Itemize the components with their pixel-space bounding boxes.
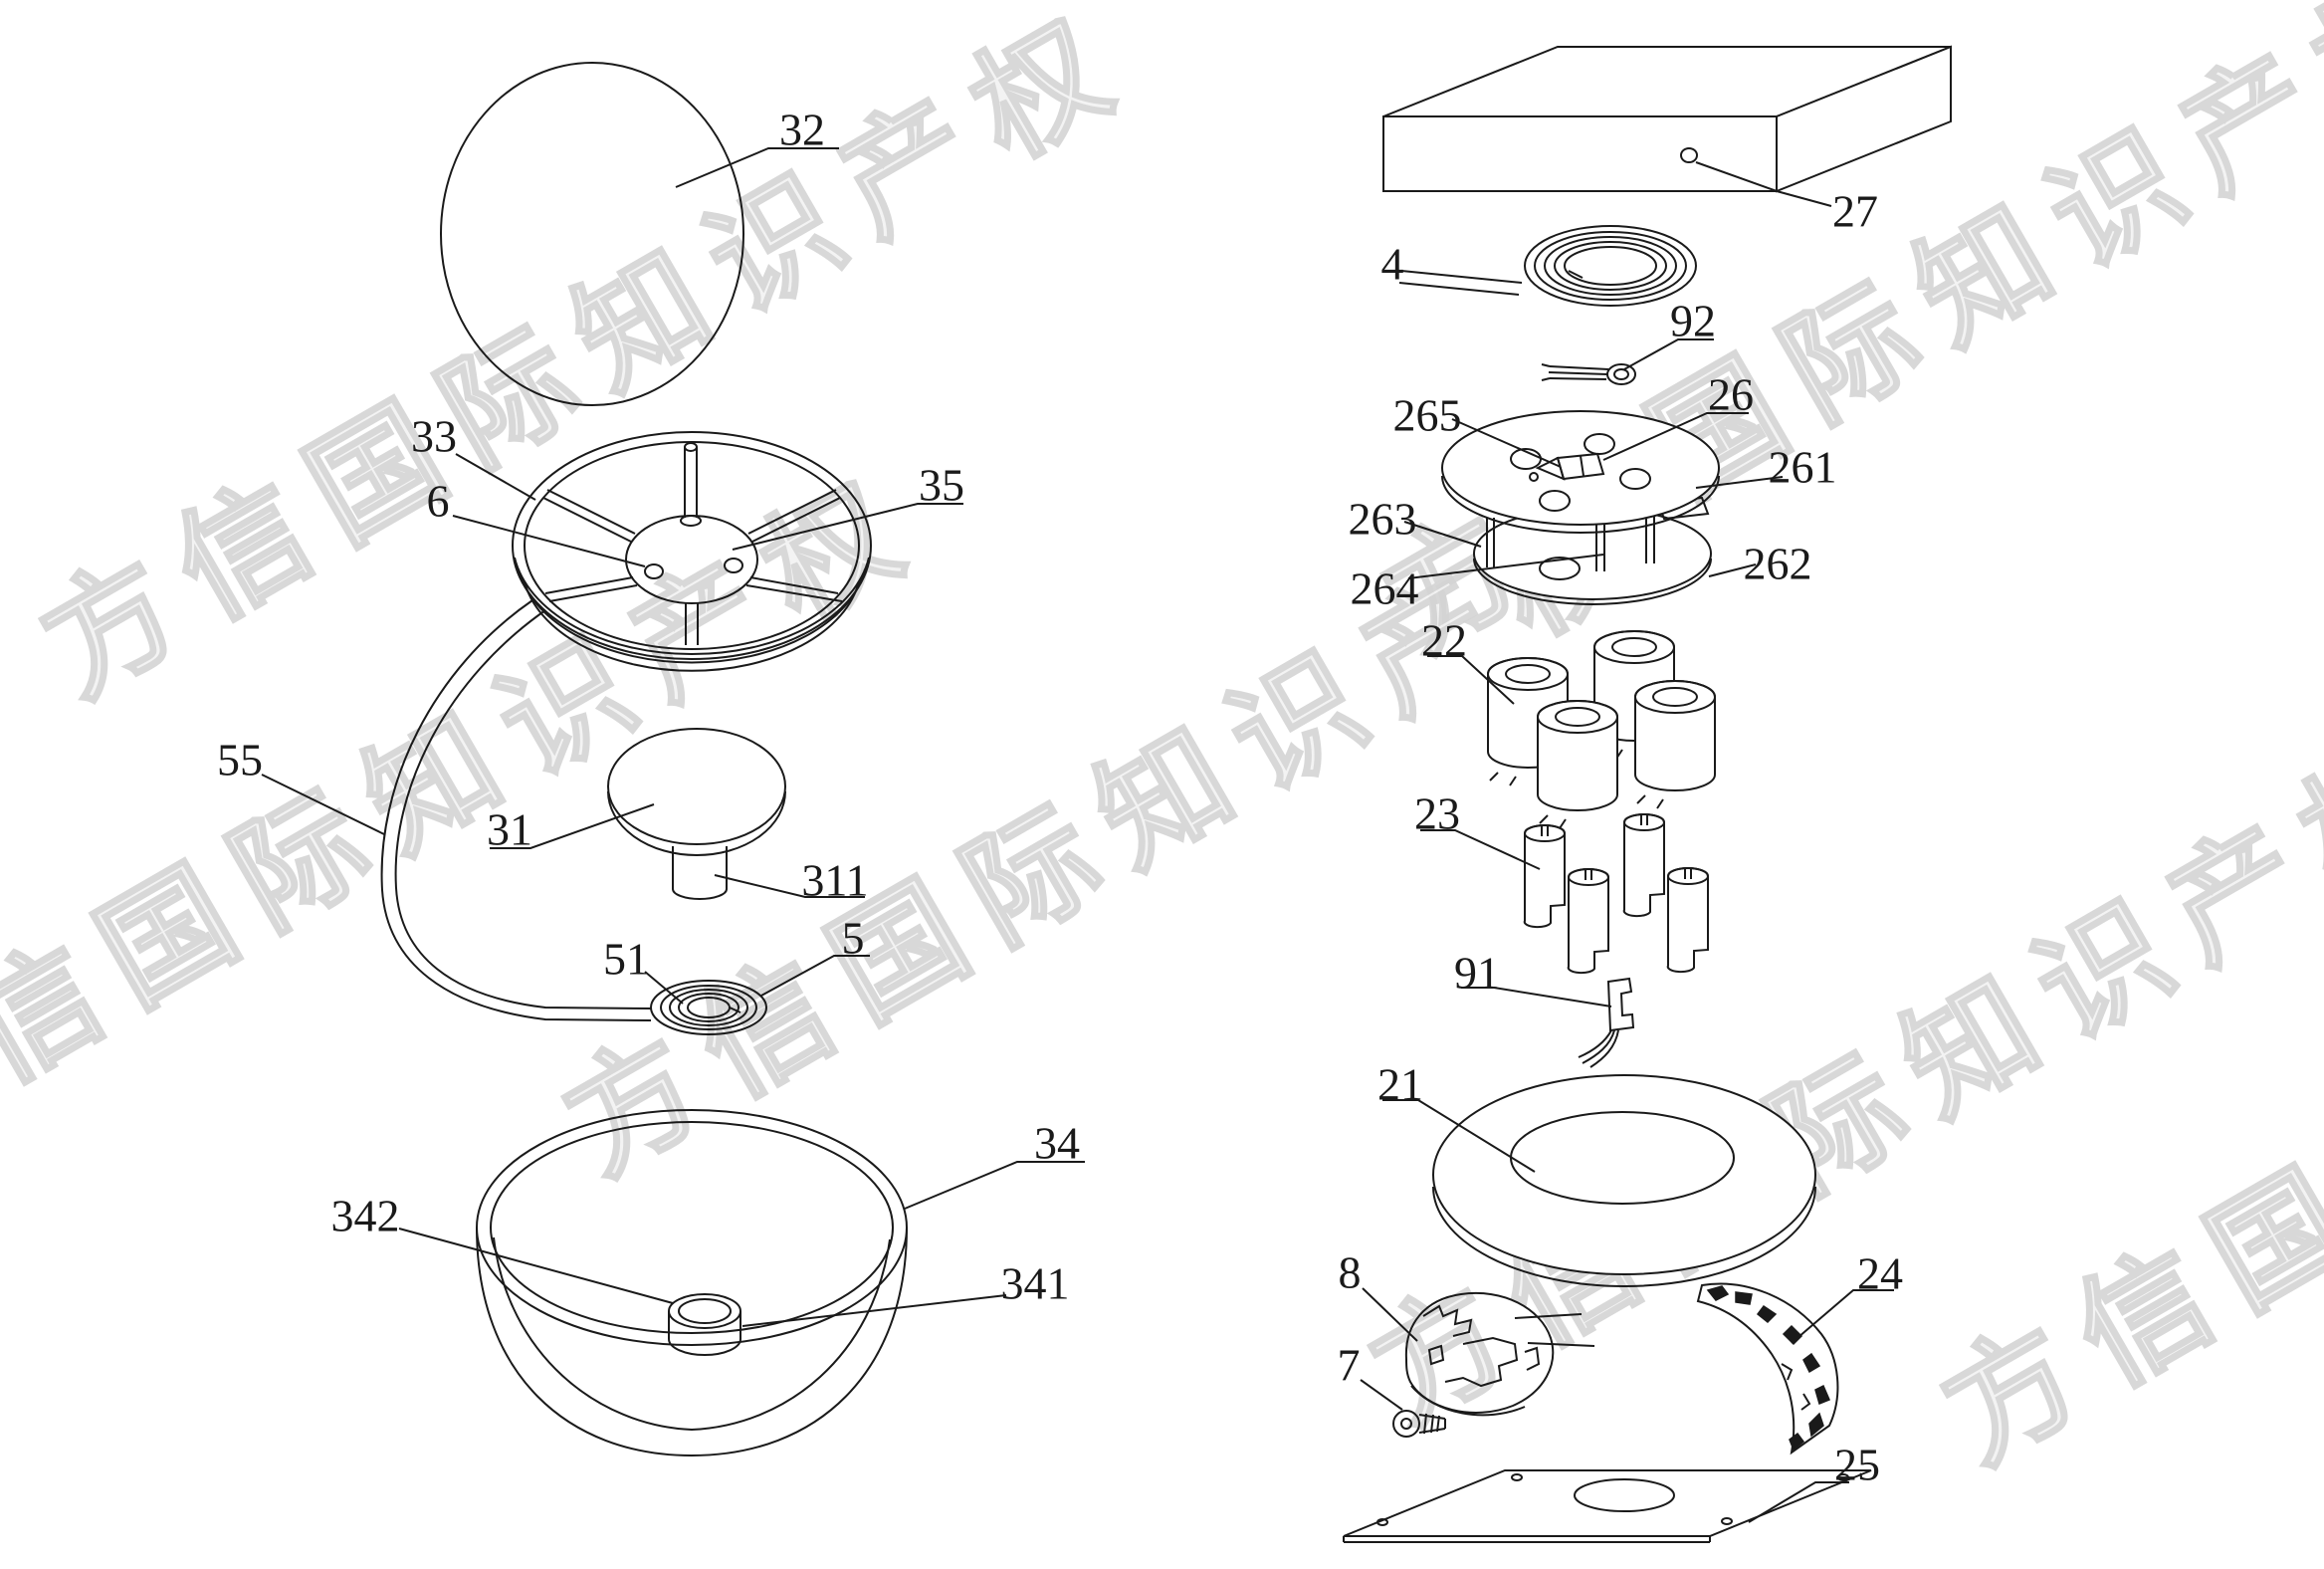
part-label-8: 8 [1339, 1247, 1362, 1298]
leader-line-51 [644, 971, 684, 1005]
leader-line [1527, 1342, 1595, 1347]
part-label-7: 7 [1338, 1340, 1361, 1391]
leader-line-22 [1427, 655, 1515, 705]
leader-line-23 [1420, 829, 1541, 870]
part-label-311: 311 [801, 855, 868, 906]
leader-line-34 [904, 1161, 1085, 1210]
sleeve [1666, 867, 1709, 974]
sensor-bracket-91 [1578, 977, 1635, 1068]
part-label-4: 4 [1381, 239, 1404, 290]
part-label-31: 31 [487, 804, 532, 855]
leader-line-341 [741, 1294, 1007, 1327]
bowl-boss-341 [668, 1293, 741, 1356]
part-label-27: 27 [1832, 186, 1878, 237]
part-label-261: 261 [1769, 442, 1837, 493]
leader-line-24 [1791, 1289, 1894, 1344]
part-label-6: 6 [427, 476, 450, 527]
center-socket-265 [1535, 452, 1605, 481]
flat-coil-4 [1398, 225, 1697, 307]
wire-55 [380, 599, 653, 1021]
coil-5 [650, 980, 767, 1035]
leader-line-5 [760, 955, 870, 997]
clip-92 [1541, 363, 1636, 385]
sleeve [1523, 824, 1566, 929]
part-label-92: 92 [1670, 296, 1716, 346]
leader-line-342 [398, 1228, 674, 1304]
hub-pin [680, 442, 702, 527]
leader-line-311 [714, 874, 865, 898]
leader-line-6 [452, 515, 646, 567]
slab-hole [1680, 147, 1698, 163]
top-slab-27 [1382, 45, 1952, 193]
leader-line-4 [1400, 270, 1523, 284]
part-label-34: 34 [1034, 1118, 1080, 1169]
leader-line [1514, 1313, 1583, 1319]
part-label-51: 51 [603, 934, 649, 985]
part-label-23: 23 [1414, 788, 1460, 839]
part-label-25: 25 [1834, 1440, 1880, 1490]
leader-line-91 [1461, 987, 1612, 1008]
part-label-35: 35 [919, 460, 964, 511]
figure-left-globe-assembly: 32 33 6 35 55 31 311 51 5 342 341 34 [217, 62, 1085, 1457]
rotor-disc-assembly-26 [1441, 410, 1720, 605]
part-label-26: 26 [1708, 369, 1754, 420]
core-sleeves-23 [1523, 813, 1709, 975]
bowl-34 [476, 1109, 908, 1457]
float-knob-31 [607, 728, 786, 900]
figure-right-base-assembly: 27 4 92 26 265 261 263 264 262 22 23 91 21 8 7 24 25 [1338, 45, 1952, 1543]
part-label-342: 342 [331, 1191, 400, 1241]
spoked-wheel-33 [512, 431, 872, 672]
leader-line-263 [1403, 521, 1482, 548]
leader-line-8 [1362, 1287, 1418, 1342]
part-label-262: 262 [1744, 539, 1812, 589]
part-label-91: 91 [1454, 948, 1500, 999]
coil-bobbins-22 [1487, 630, 1716, 829]
leader-line-21 [1382, 1099, 1536, 1173]
labels-right: 27 4 92 26 265 261 263 264 262 22 23 91 21 8 7 24 25 [1338, 161, 1903, 1523]
leader-line-92 [1623, 338, 1714, 370]
part-label-5: 5 [842, 913, 865, 964]
leader-line-261 [1695, 476, 1784, 489]
part-label-341: 341 [1001, 1258, 1070, 1309]
part-label-32: 32 [779, 105, 825, 155]
part-label-263: 263 [1349, 494, 1417, 545]
leader-line-264 [1407, 554, 1604, 579]
part-label-22: 22 [1421, 615, 1467, 666]
screw-7 [1392, 1410, 1446, 1438]
part-label-55: 55 [217, 735, 263, 785]
leader-line-31 [490, 803, 655, 849]
part-label-265: 265 [1393, 390, 1462, 441]
leader-line-25 [1748, 1481, 1849, 1523]
sphere-shell-32 [440, 62, 744, 406]
leader-line-7 [1360, 1379, 1403, 1411]
bobbin [1634, 680, 1716, 809]
part-label-24: 24 [1857, 1248, 1903, 1299]
sleeve [1567, 868, 1609, 975]
leader-line-33 [455, 453, 536, 501]
wheel-spokes [542, 489, 843, 645]
sleeve [1622, 813, 1665, 918]
labels-left: 32 33 6 35 55 31 311 51 5 342 341 34 [217, 105, 1085, 1327]
leader-line-26 [1602, 412, 1749, 461]
leader-line-35 [732, 503, 963, 551]
leader-line-27 [1695, 161, 1832, 207]
part-label-264: 264 [1351, 563, 1419, 614]
top-disc-261 [1441, 410, 1720, 526]
map-shell-8 [1404, 1291, 1595, 1417]
hub-hole [644, 563, 664, 579]
hub-hole [724, 558, 743, 573]
leader-line-262 [1708, 563, 1757, 577]
plate-center-hole [1574, 1478, 1675, 1512]
coil-wire-lead [1398, 282, 1520, 296]
leader-line-55 [261, 774, 385, 835]
base-plate-25 [1343, 1469, 1872, 1543]
leader-line-32 [675, 147, 839, 188]
part-label-21: 21 [1377, 1059, 1423, 1110]
map-shell-24 [1696, 1282, 1839, 1456]
part-label-33: 33 [411, 411, 457, 462]
magnet-ring-21 [1432, 1074, 1816, 1287]
leader-line-265 [1451, 418, 1562, 468]
bobbin [1537, 700, 1618, 829]
